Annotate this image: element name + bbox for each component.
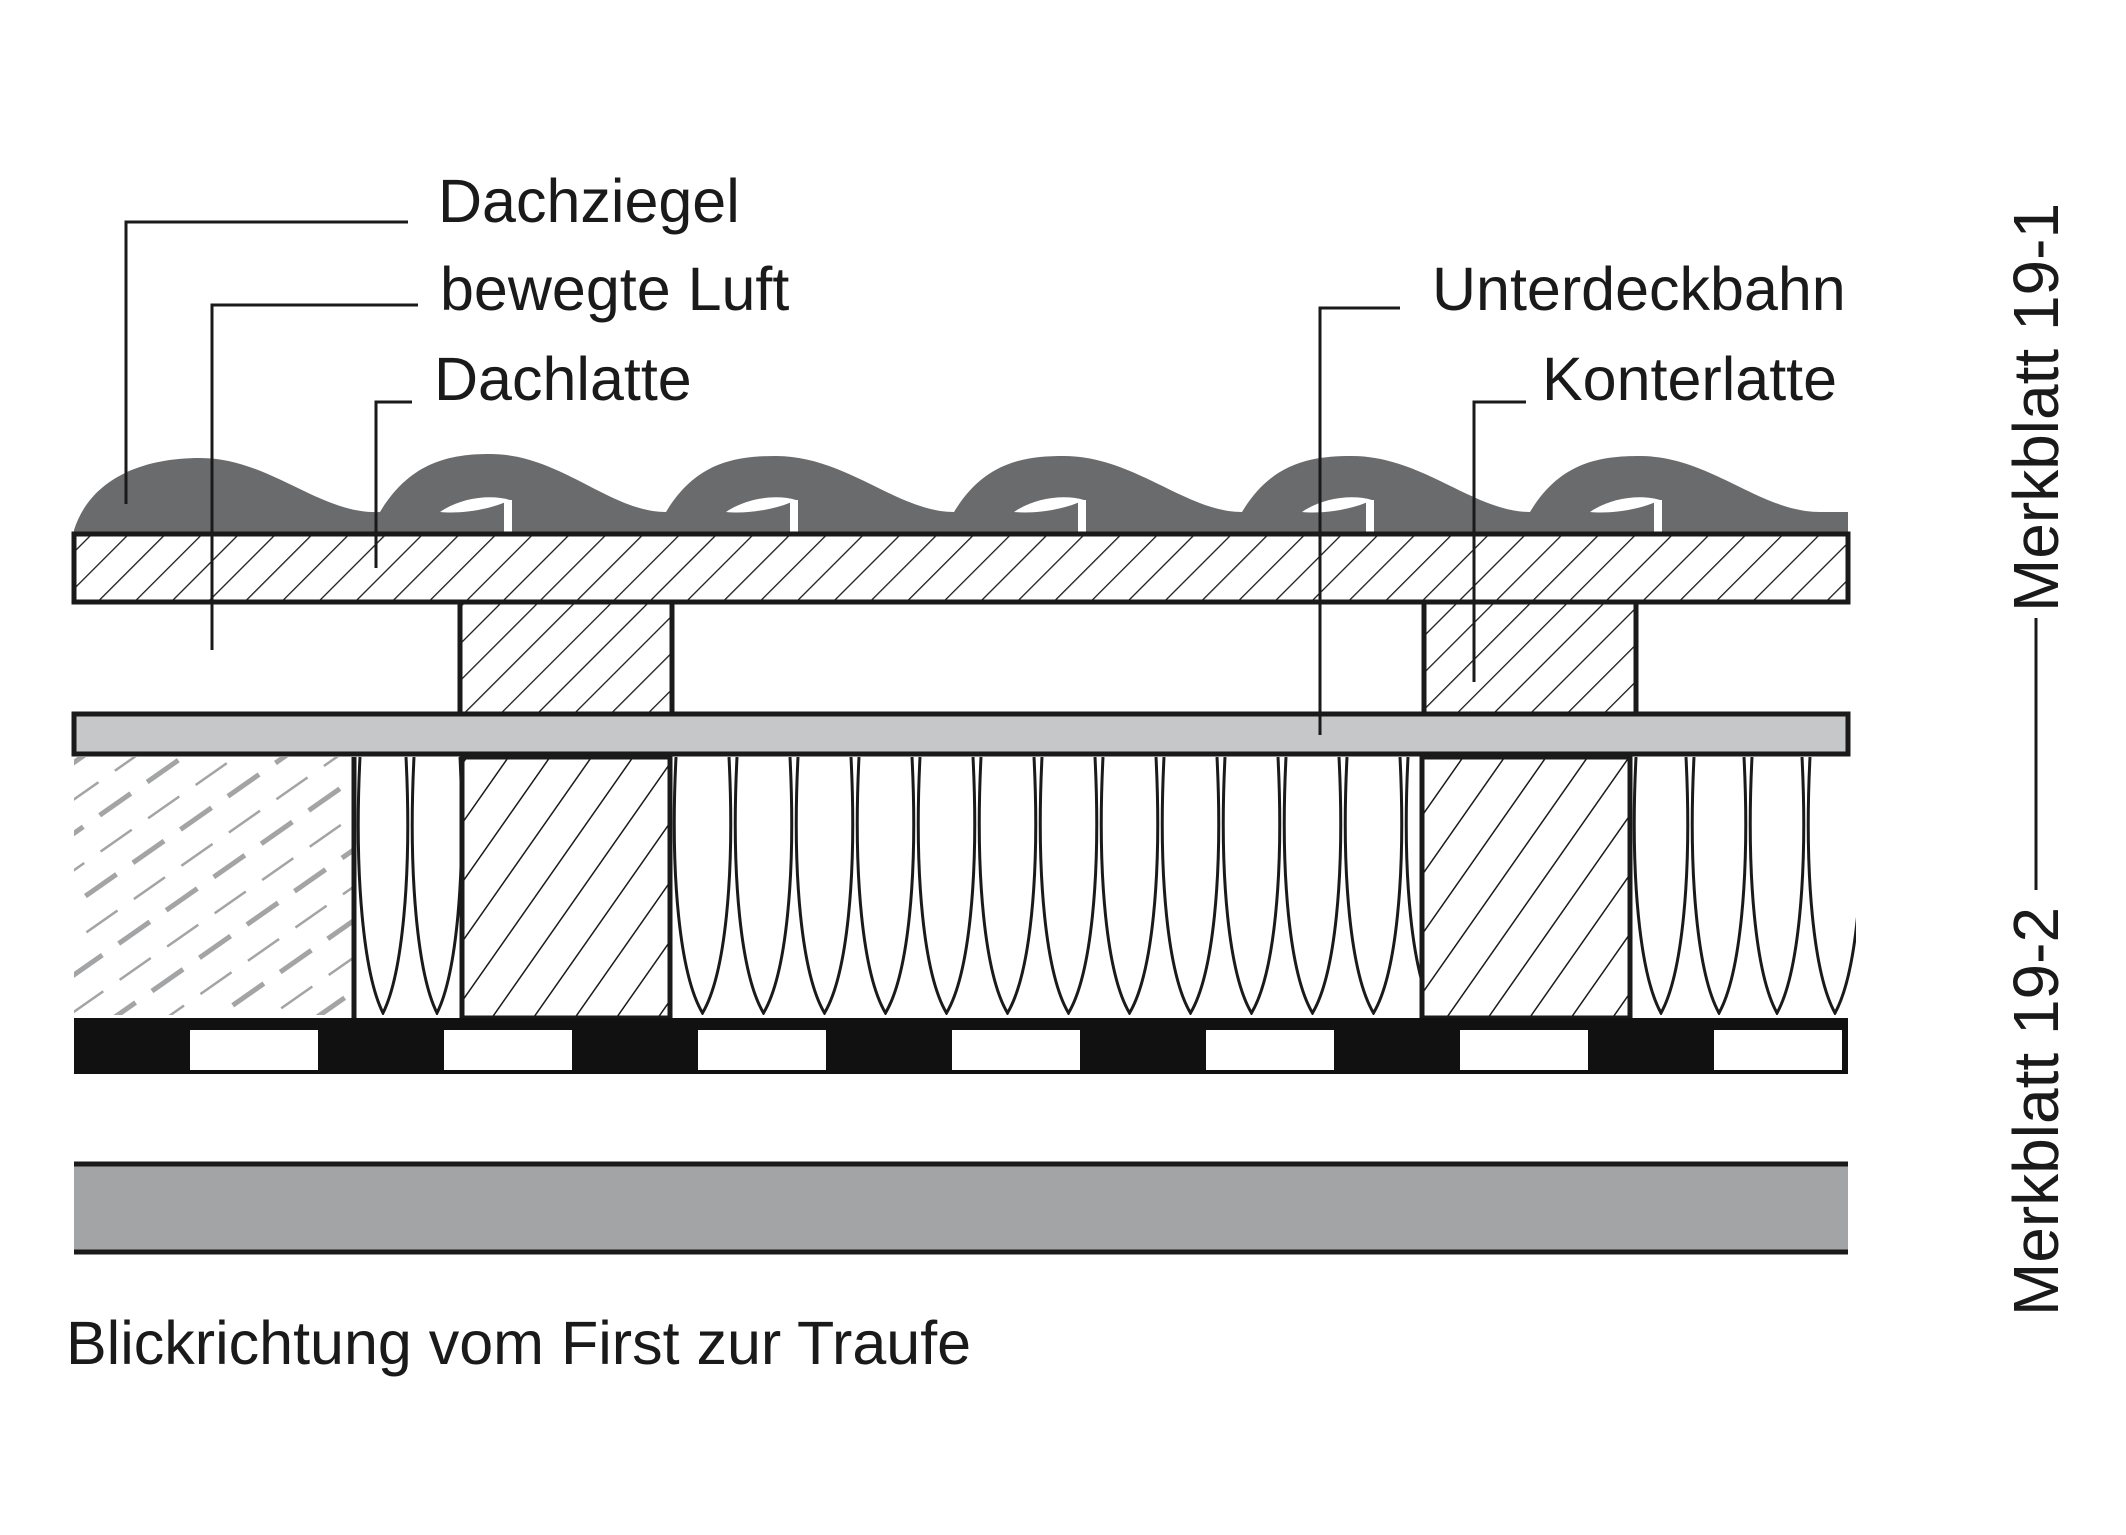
insulation-loop <box>1748 757 1806 1015</box>
batten-layer <box>71 531 1851 605</box>
insulation-loop <box>1690 757 1748 1015</box>
insulation-loop <box>916 757 977 1015</box>
leader-dachlatte <box>374 400 412 568</box>
label-bewegte-luft: bewegte Luft <box>440 255 789 323</box>
batten-slot <box>952 1030 1080 1070</box>
rafter-1 <box>459 754 673 1021</box>
insulation-loop <box>410 757 462 1015</box>
insulation-loop <box>794 757 855 1015</box>
batten-slot <box>190 1030 318 1070</box>
insulation-loop <box>356 757 410 1015</box>
insulation-loop <box>1099 757 1160 1015</box>
insulation-loop <box>1866 757 1919 1013</box>
insulation-loop <box>672 757 733 1015</box>
insulation-segment-2 <box>670 757 1420 1015</box>
side-label-bottom: Merkblatt 19-2 <box>2000 907 2072 1316</box>
leader-konterlatte <box>1472 400 1526 682</box>
insulation-loop <box>1038 757 1099 1015</box>
insulation-segment-3 <box>1630 757 1919 1015</box>
label-unterdeckbahn: Unterdeckbahn <box>1432 255 1846 323</box>
insulation-loop <box>1221 757 1282 1015</box>
side-annotation: Merkblatt 19-1 Merkblatt 19-2 <box>2000 203 2072 1316</box>
batten-slot <box>698 1030 826 1070</box>
rafter-insulation-layer <box>74 754 1919 1021</box>
label-dachlatte: Dachlatte <box>434 345 692 413</box>
leader-unterdeckbahn <box>1318 306 1400 735</box>
leader-bewegte-luft <box>210 303 418 650</box>
underlay-membrane <box>71 711 1851 757</box>
caption: Blickrichtung vom First zur Traufe <box>66 1309 971 1377</box>
rafter-2 <box>1419 754 1633 1021</box>
label-konterlatte: Konterlatte <box>1542 345 1837 413</box>
insulation-loop <box>1632 757 1690 1015</box>
insulation-loop <box>1160 757 1221 1015</box>
insulation-loop <box>1343 757 1404 1015</box>
insulation-loop <box>977 757 1038 1015</box>
batten-slot <box>1460 1030 1588 1070</box>
label-dachziegel: Dachziegel <box>438 167 740 235</box>
batten-slot <box>444 1030 572 1070</box>
insulation-loop <box>1806 757 1856 1015</box>
interior-board <box>74 1161 1848 1255</box>
vapour-retarder-layer <box>74 1018 1848 1074</box>
batten-slot <box>1206 1030 1334 1070</box>
insulation-segment-1 <box>354 757 462 1015</box>
batten-slot <box>1714 1030 1842 1070</box>
insulation-loop <box>733 757 794 1015</box>
roof-tiles <box>74 454 1848 534</box>
counter-batten-2 <box>1421 599 1639 717</box>
insulation-loop <box>1282 757 1343 1015</box>
insulation-loop <box>1404 757 1420 980</box>
insulation-loop <box>855 757 916 1015</box>
side-label-top: Merkblatt 19-1 <box>2000 203 2072 612</box>
counter-batten-1 <box>457 599 675 717</box>
leader-dachziegel <box>124 220 408 504</box>
